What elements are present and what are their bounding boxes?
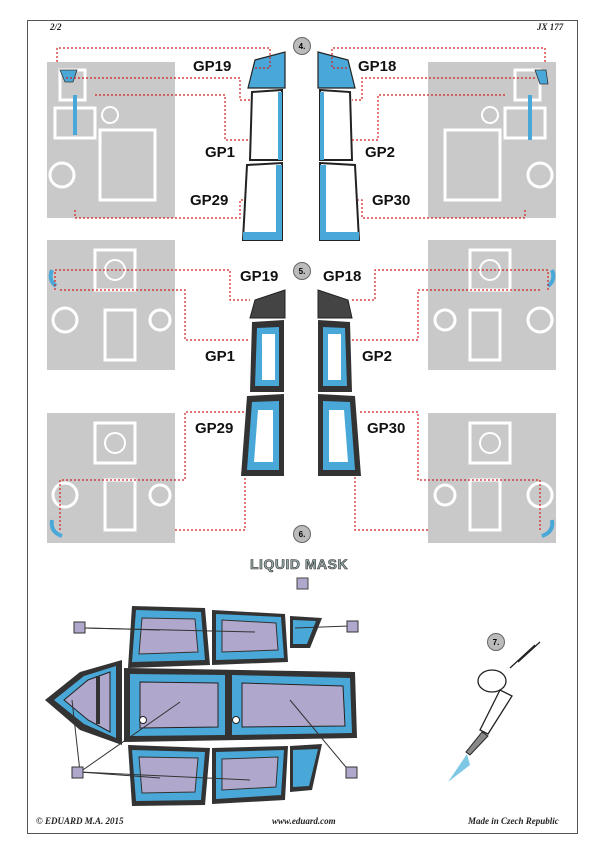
canopy-windscreen (45, 660, 122, 745)
kit-code: JX 177 (537, 22, 564, 32)
label-gp2-step5: GP2 (362, 348, 393, 365)
label-gp1-step4: GP1 (205, 144, 236, 161)
airbrush-icon (448, 641, 541, 782)
label-gp18-step4: GP18 (358, 58, 397, 75)
pe-sheet-step5-top-left (47, 240, 175, 370)
liquid-mask-swatch (296, 577, 309, 590)
pe-sheet-step5-bottom-right (428, 413, 556, 543)
pe-sheet-step4-right (428, 62, 556, 218)
part-gp18-step5 (317, 289, 353, 319)
label-gp18-step5: GP18 (323, 268, 362, 285)
part-gp29-step4 (241, 161, 283, 241)
step-7-marker: 7. (487, 633, 505, 651)
step-6-marker: 6. (293, 525, 311, 543)
part-gp19-step5 (249, 289, 286, 319)
website-link[interactable]: www.eduard.com (272, 816, 336, 826)
step-4-marker: 4. (293, 37, 311, 55)
part-gp2-step4 (319, 88, 354, 161)
part-gp2-step5 (318, 320, 352, 392)
part-gp19-step4 (247, 51, 286, 89)
label-gp19-step5: GP19 (240, 268, 279, 285)
label-gp29-step4: GP29 (190, 192, 229, 209)
label-gp30-step4: GP30 (372, 192, 411, 209)
label-gp19-step4: GP19 (193, 58, 232, 75)
canopy-middle-row (124, 668, 357, 742)
pe-sheet-step4-left (47, 62, 175, 218)
pe-sheet-step5-bottom-left (47, 413, 175, 543)
label-gp29-step5: GP29 (195, 420, 234, 437)
part-gp1-step4 (248, 88, 283, 161)
origin-text: Made in Czech Republic (468, 816, 559, 826)
label-gp30-step5: GP30 (367, 420, 406, 437)
page-number: 2/2 (50, 22, 62, 32)
mask-pointer-lines (71, 625, 351, 781)
liquid-mask-label: LIQUID MASK (250, 556, 349, 573)
label-gp1-step5: GP1 (205, 348, 236, 365)
leader-lines (54, 47, 549, 531)
part-gp30-step5 (318, 394, 361, 476)
part-gp1-step5 (250, 320, 284, 392)
part-gp18-step4 (317, 51, 356, 89)
part-gp29-step5 (241, 394, 284, 476)
pe-sheet-step5-top-right (428, 240, 556, 370)
canopy-top-row (128, 606, 322, 668)
canopy-bottom-row (128, 744, 322, 806)
step-5-marker: 5. (293, 262, 311, 280)
mask-pointer-squares (71, 620, 359, 779)
copyright-text: © EDUARD M.A. 2015 (36, 816, 124, 826)
label-gp2-step4: GP2 (365, 144, 396, 161)
part-gp30-step4 (319, 161, 361, 241)
